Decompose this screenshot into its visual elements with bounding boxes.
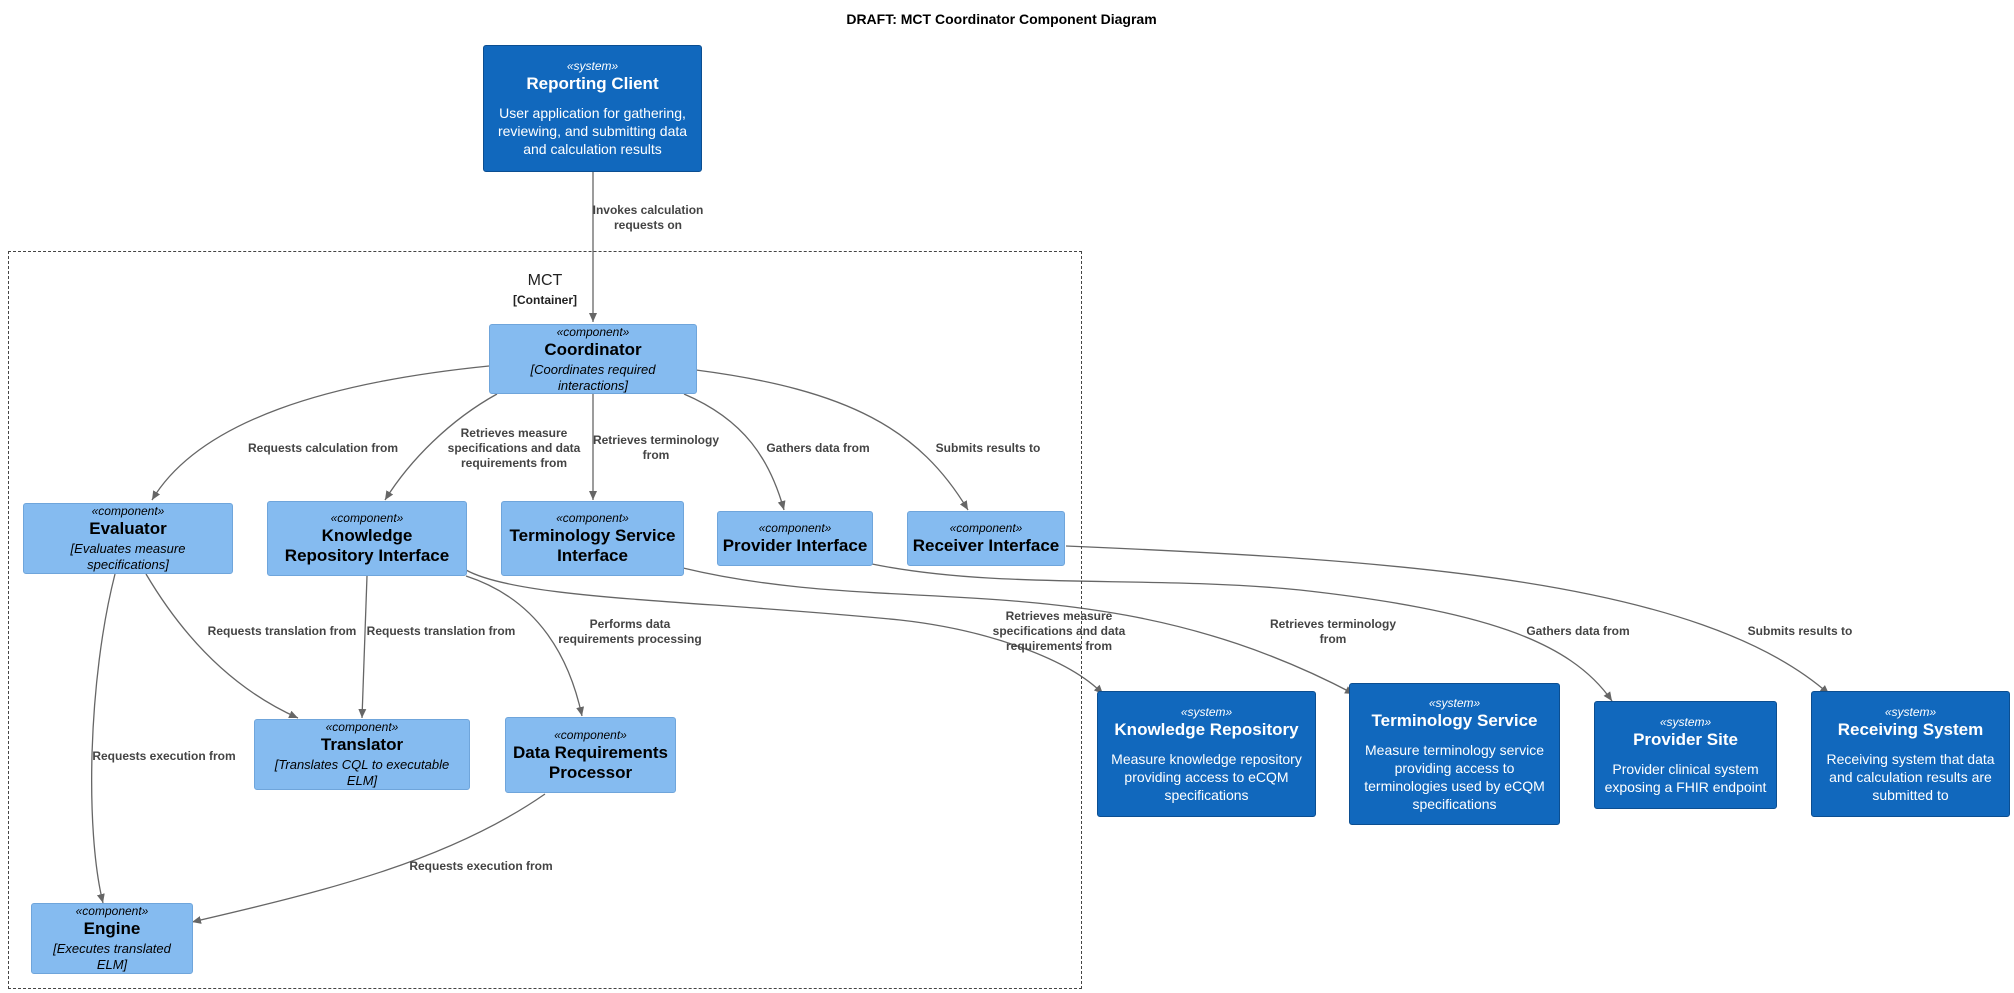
- edge-label-coordinator-receiver-interface: Submits results to: [935, 441, 1041, 455]
- edge-kr-interface-knowledge-repository: [465, 569, 1104, 695]
- edge-evaluator-translator: [145, 573, 299, 719]
- stereotype: «component»: [75, 904, 149, 918]
- node-description: User application for gathering, reviewin…: [497, 105, 688, 157]
- node-name: Translator: [320, 735, 404, 754]
- boundary-name: MCT: [527, 272, 563, 289]
- node-terminology-service[interactable]: «system» Terminology Service Measure ter…: [1349, 683, 1560, 825]
- node-name: Coordinator: [544, 339, 642, 359]
- stereotype: «component»: [330, 511, 404, 525]
- edge-label-coordinator-provider-interface: Gathers data from: [766, 441, 870, 455]
- edge-receiver-interface-receiving-system: [1065, 545, 1830, 695]
- node-name: Evaluator: [89, 519, 167, 538]
- node-description: Provider clinical system exposing a FHIR…: [1604, 760, 1767, 795]
- edge-label-kr-interface-knowledge-repository: Retrieves measure specifications and dat…: [992, 609, 1126, 653]
- stereotype: «component»: [949, 521, 1023, 535]
- node-name: Receiving System: [1837, 719, 1984, 739]
- node-description: [Coordinates required interactions]: [530, 361, 656, 393]
- edge-drp-engine: [191, 793, 546, 924]
- node-name: Engine: [83, 919, 141, 938]
- node-name: Knowledge Repository: [1114, 719, 1299, 739]
- edge-evaluator-engine: [91, 573, 116, 904]
- edge-ts-interface-terminology-service: [682, 567, 1355, 695]
- node-provider-site[interactable]: «system» Provider Site Provider clinical…: [1594, 701, 1777, 809]
- node-name: Knowledge Repository Interface: [284, 526, 450, 565]
- node-receiver-interface[interactable]: «component» Receiver Interface: [907, 511, 1065, 566]
- edge-label-coordinator-evaluator: Requests calculation from: [247, 441, 399, 455]
- edge-coordinator-kr-interface: [384, 393, 498, 501]
- edge-label-evaluator-engine: Requests execution from: [92, 749, 236, 763]
- node-name: Terminology Service Interface: [509, 526, 676, 565]
- boundary-type: [Container]: [513, 293, 577, 307]
- node-description: [Executes translated ELM]: [53, 941, 171, 972]
- edge-label-client-coordinator: Invokes calculation requests on: [592, 203, 704, 232]
- mct-container-boundary: [8, 251, 1082, 989]
- stereotype: «system»: [1884, 704, 1937, 719]
- node-description: [Translates CQL to executable ELM]: [274, 757, 450, 788]
- node-reporting-client[interactable]: «system» Reporting Client User applicati…: [483, 45, 702, 172]
- stereotype: «system»: [1428, 695, 1481, 710]
- edge-coordinator-evaluator: [151, 365, 490, 501]
- node-terminology-service-interface[interactable]: «component» Terminology Service Interfac…: [501, 501, 684, 576]
- node-name: Provider Interface: [722, 536, 868, 555]
- node-name: Reporting Client: [526, 74, 659, 93]
- node-provider-interface[interactable]: «component» Provider Interface: [717, 511, 873, 566]
- node-name: Terminology Service: [1371, 710, 1538, 730]
- node-name: Receiver Interface: [912, 536, 1060, 555]
- node-translator[interactable]: «component» Translator [Translates CQL t…: [254, 719, 470, 790]
- stereotype: «system»: [1180, 704, 1233, 719]
- edge-label-drp-engine: Requests execution from: [409, 859, 553, 873]
- node-evaluator[interactable]: «component» Evaluator [Evaluates measure…: [23, 503, 233, 574]
- node-description: Measure knowledge repository providing a…: [1111, 750, 1302, 803]
- stereotype: «component»: [325, 720, 399, 734]
- stereotype: «component»: [556, 511, 629, 525]
- node-knowledge-repository-interface[interactable]: «component» Knowledge Repository Interfa…: [267, 501, 467, 576]
- edge-label-ts-interface-terminology-service: Retrieves terminology from: [1269, 617, 1397, 646]
- node-description: [Evaluates measure specifications]: [70, 541, 186, 572]
- node-engine[interactable]: «component» Engine [Executes translated …: [31, 903, 193, 974]
- edge-label-provider-interface-provider-site: Gathers data from: [1526, 624, 1630, 638]
- edge-label-kr-interface-translator: Requests translation from: [366, 624, 516, 638]
- stereotype: «system»: [1659, 714, 1712, 729]
- edge-coordinator-receiver-interface: [695, 369, 969, 511]
- node-description: Receiving system that data and calculati…: [1826, 750, 1995, 803]
- edge-label-kr-interface-drp: Performs data requirements processing: [558, 617, 702, 646]
- node-coordinator[interactable]: «component» Coordinator [Coordinates req…: [489, 324, 697, 394]
- node-name: Data Requirements Processor: [513, 742, 668, 782]
- stereotype: «component»: [554, 727, 627, 742]
- node-data-requirements-processor[interactable]: «component» Data Requirements Processor: [505, 717, 676, 793]
- edge-label-coordinator-kr-interface: Retrieves measure specifications and dat…: [447, 426, 581, 470]
- edge-provider-interface-provider-site: [871, 563, 1613, 702]
- node-knowledge-repository[interactable]: «system» Knowledge Repository Measure kn…: [1097, 691, 1316, 817]
- stereotype: «component»: [758, 521, 832, 535]
- node-receiving-system[interactable]: «system» Receiving System Receiving syst…: [1811, 691, 2010, 817]
- edge-kr-interface-translator: [358, 575, 368, 719]
- stereotype: «system»: [566, 59, 619, 73]
- node-name: Provider Site: [1633, 729, 1738, 749]
- diagram-title: DRAFT: MCT Coordinator Component Diagram: [846, 11, 1157, 27]
- edge-label-receiver-interface-receiving-system: Submits results to: [1747, 624, 1853, 638]
- edge-kr-interface-drp: [465, 575, 585, 717]
- stereotype: «component»: [556, 324, 630, 339]
- edge-label-coordinator-ts-interface: Retrieves terminology from: [592, 433, 720, 462]
- edge-coordinator-provider-interface: [683, 393, 786, 511]
- edge-label-evaluator-translator: Requests translation from: [207, 624, 357, 638]
- stereotype: «component»: [91, 504, 165, 518]
- node-description: Measure terminology service providing ac…: [1364, 741, 1545, 812]
